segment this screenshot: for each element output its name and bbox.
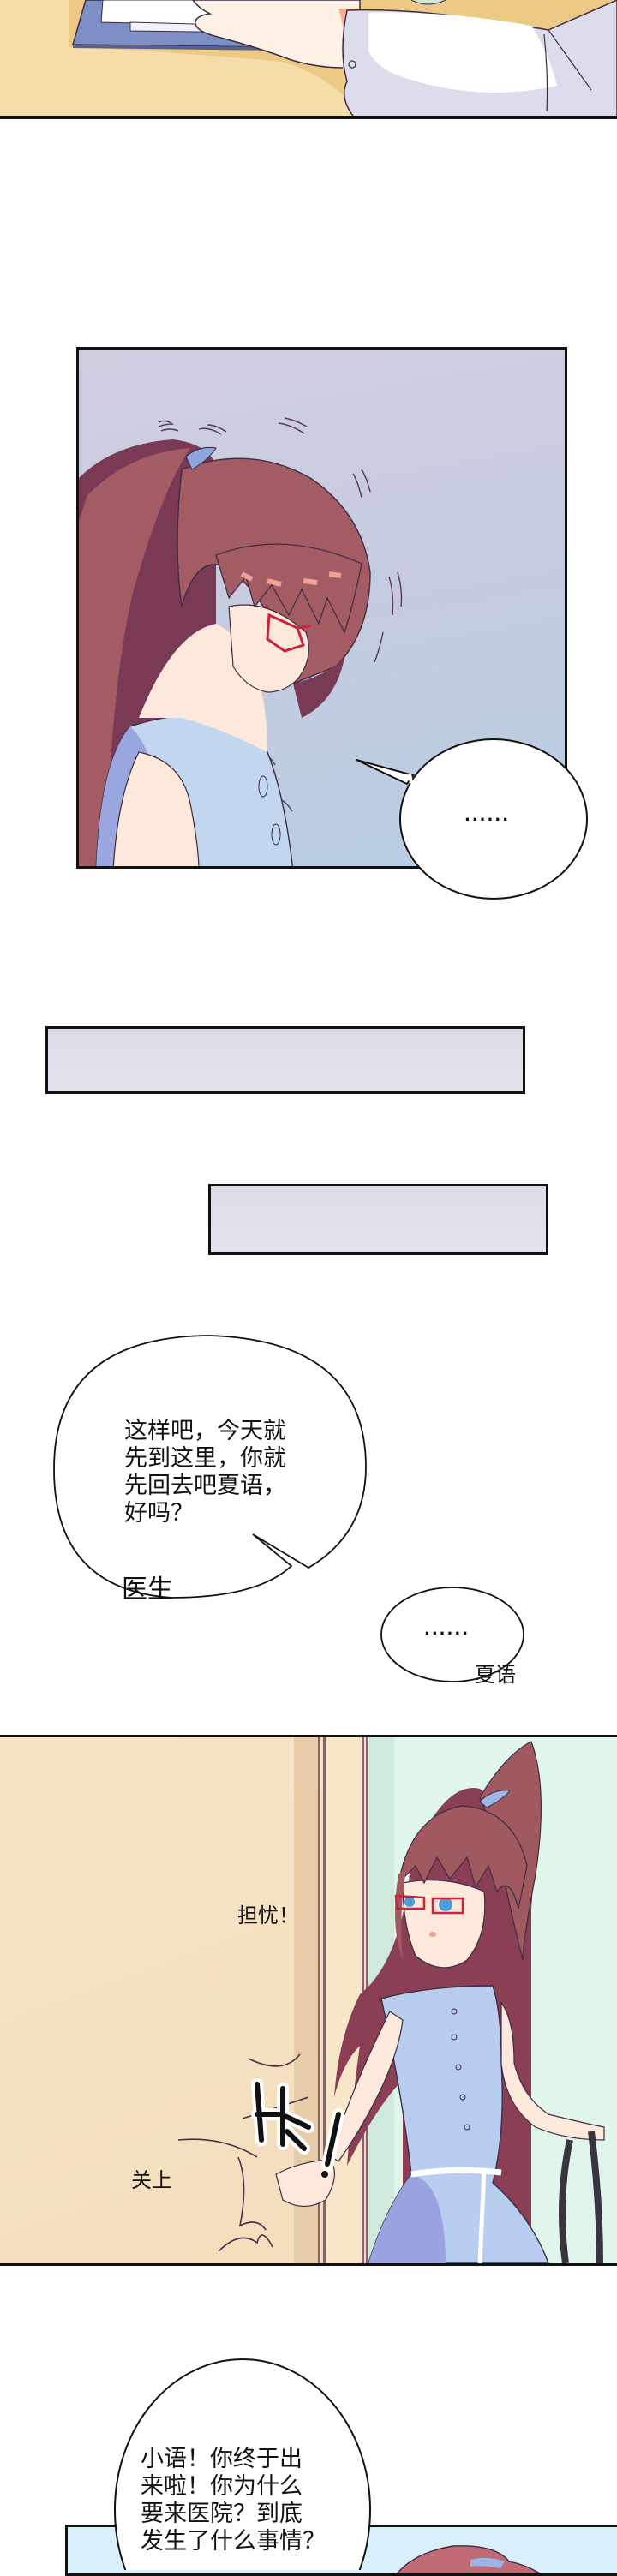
- comic-panel-1: [0, 0, 617, 119]
- sfx-close-text: 关上: [131, 2168, 172, 2192]
- xiayu-closing-door-illustration: [177, 1737, 617, 2263]
- speech-bubble-xiayu-1-text: ......: [464, 807, 511, 825]
- xiayu-head-down-illustration: [79, 417, 403, 866]
- sfx-worry-text: 担忧！: [237, 1904, 299, 1928]
- caption-box-1: [45, 1026, 525, 1094]
- comic-panel-2: [76, 347, 567, 869]
- speech-bubble-friend-text: 小语！你终于出 来啦！你为什么 要来医院？到底 发生了什么事情？: [141, 2446, 326, 2555]
- comic-panel-3: 担忧！ 关上: [0, 1735, 617, 2266]
- caption-box-2: [208, 1184, 548, 1255]
- friend-hair-illustration: [396, 2545, 542, 2573]
- speaker-label-doctor: 医生: [122, 1575, 173, 1605]
- doctor-hand-illustration: [0, 0, 617, 116]
- speaker-label-xiayu: 夏语: [475, 1663, 516, 1687]
- speech-bubble-doctor-text: 这样吧，今天就 先到这里，你就 先回去吧夏语， 好吗？: [124, 1418, 286, 1527]
- speech-bubble-xiayu-2-text: ......: [424, 1621, 470, 1639]
